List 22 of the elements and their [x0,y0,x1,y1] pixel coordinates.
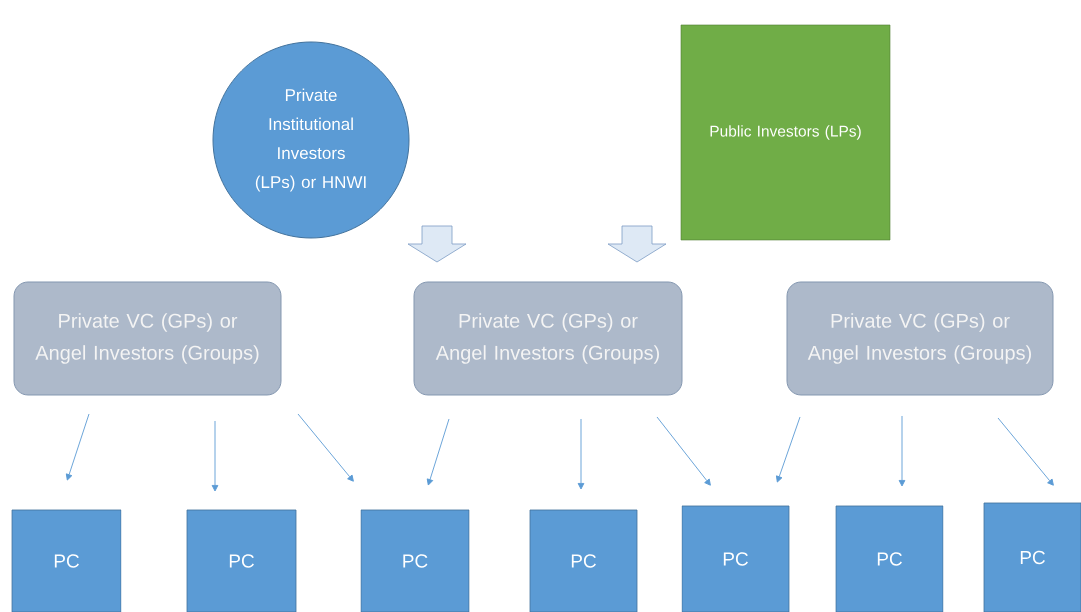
investor-group-box: Private VC (GPs) or Angel Investors (Groups) [13,281,282,396]
company-box: PC [529,509,638,612]
company-box: PC [11,509,122,612]
investor-box: Public Investors (LPs) [680,24,891,241]
block-arrow [607,225,667,263]
arrow [577,418,585,490]
investor-group-box: Private VC (GPs) or Angel Investors (Groups) [786,281,1054,396]
investor-group-box: Private VC (GPs) or Angel Investors (Groups) [413,281,683,396]
company-box: PC [186,509,297,612]
arrow [65,413,90,481]
block-arrow [407,225,467,263]
arrow [656,416,711,486]
arrow [997,417,1054,486]
company-box: PC [681,505,790,612]
company-box: PC [835,505,944,612]
arrow [426,418,450,486]
arrow [776,416,801,483]
arrow [211,420,219,492]
arrow [297,413,354,482]
company-box: PC [360,509,470,612]
arrow [898,415,906,487]
company-box: PC [983,502,1081,612]
